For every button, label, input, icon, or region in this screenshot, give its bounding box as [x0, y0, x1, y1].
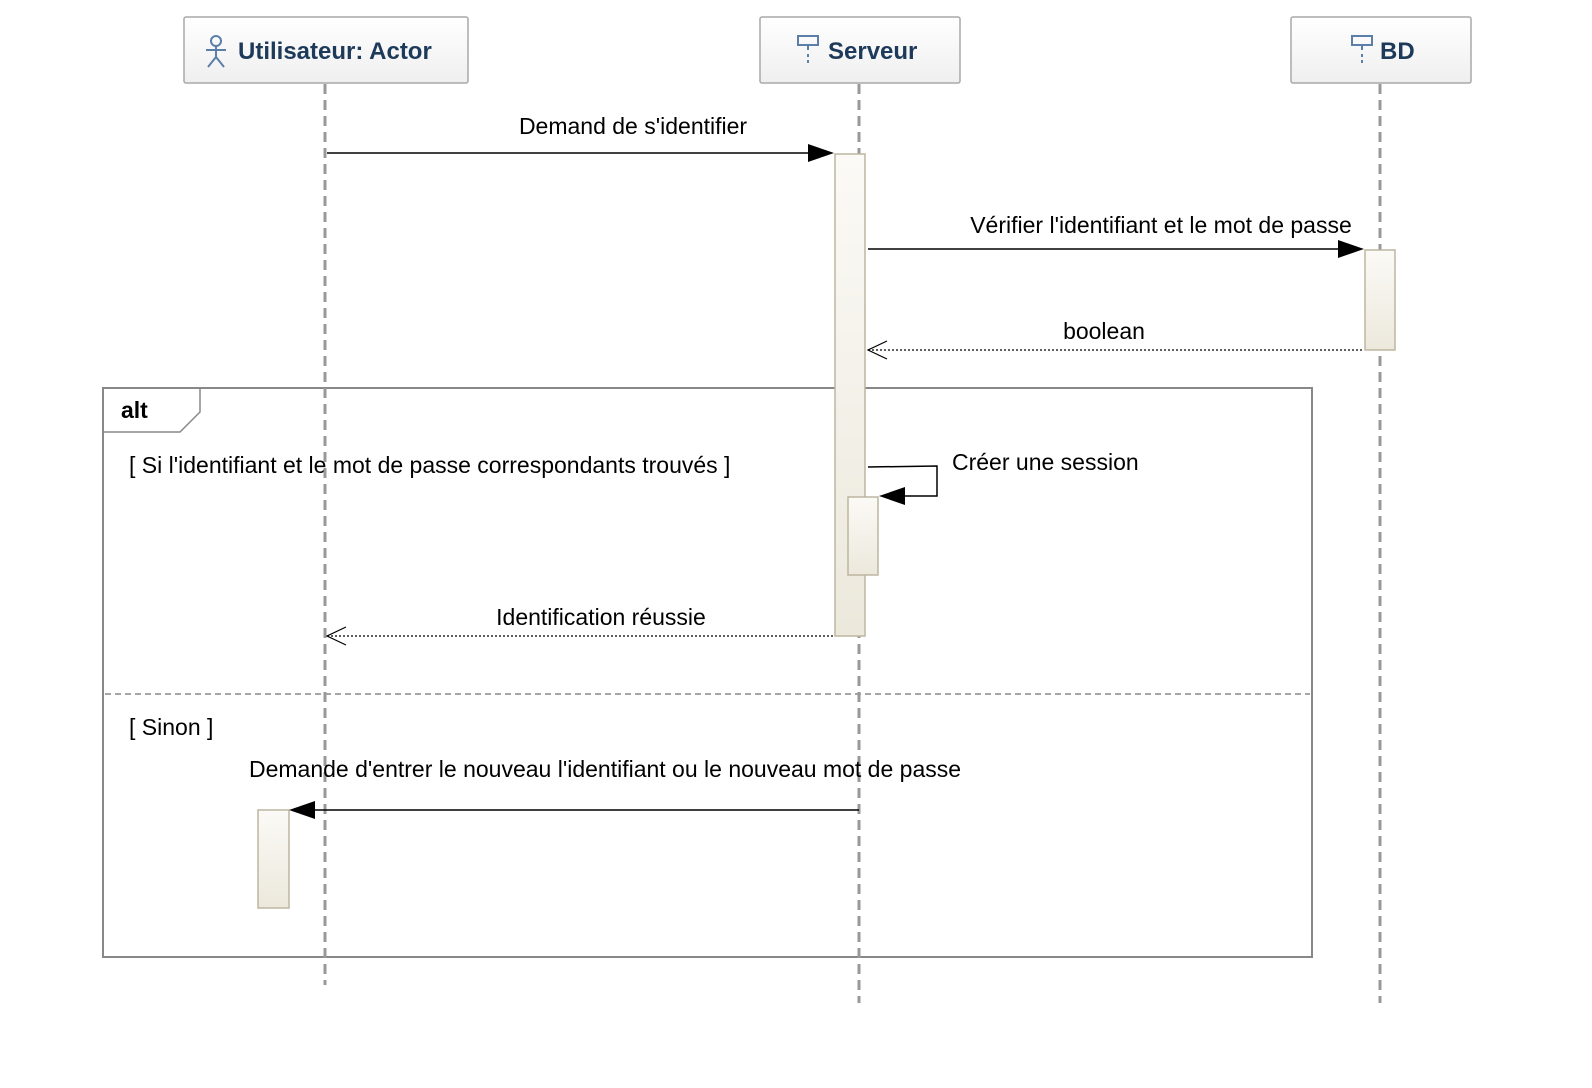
participant-label: Serveur	[828, 38, 917, 65]
guard-1: [ Si l'identifiant et le mot de passe co…	[129, 452, 730, 478]
lifeline-icon	[1351, 35, 1373, 63]
message-label: Créer une session	[952, 449, 1139, 475]
message-identification-reussie[interactable]: Identification réussie	[325, 604, 834, 646]
lifeline-icon	[797, 35, 819, 63]
alt-fragment: alt [ Si l'identifiant et le mot de pass…	[102, 387, 1313, 958]
participant-bd[interactable]: BD	[1290, 16, 1472, 84]
participant-label: BD	[1380, 38, 1415, 65]
activation-serveur-self	[847, 496, 879, 576]
participant-serveur[interactable]: Serveur	[759, 16, 961, 84]
message-creer-session[interactable]: Créer une session	[867, 449, 1139, 505]
message-label: Vérifier l'identifiant et le mot de pass…	[970, 212, 1352, 238]
message-label: boolean	[1063, 318, 1145, 344]
message-label: Demande d'entrer le nouveau l'identifian…	[249, 756, 961, 782]
message-demande-entrer[interactable]: Demande d'entrer le nouveau l'identifian…	[249, 756, 961, 819]
actor-icon	[206, 35, 226, 68]
activation-bd	[1364, 249, 1396, 351]
message-boolean[interactable]: boolean	[866, 318, 1364, 360]
message-verifier[interactable]: Vérifier l'identifiant et le mot de pass…	[868, 212, 1364, 258]
participant-utilisateur[interactable]: Utilisateur: Actor	[183, 16, 469, 84]
message-label: Demand de s'identifier	[519, 113, 747, 139]
alt-operator-label: alt	[121, 397, 148, 423]
message-demand-identifier[interactable]: Demand de s'identifier	[327, 113, 834, 162]
message-label: Identification réussie	[496, 604, 706, 630]
guard-2: [ Sinon ]	[129, 714, 213, 740]
participant-label: Utilisateur: Actor	[238, 38, 432, 65]
activation-utilisateur	[257, 809, 290, 909]
